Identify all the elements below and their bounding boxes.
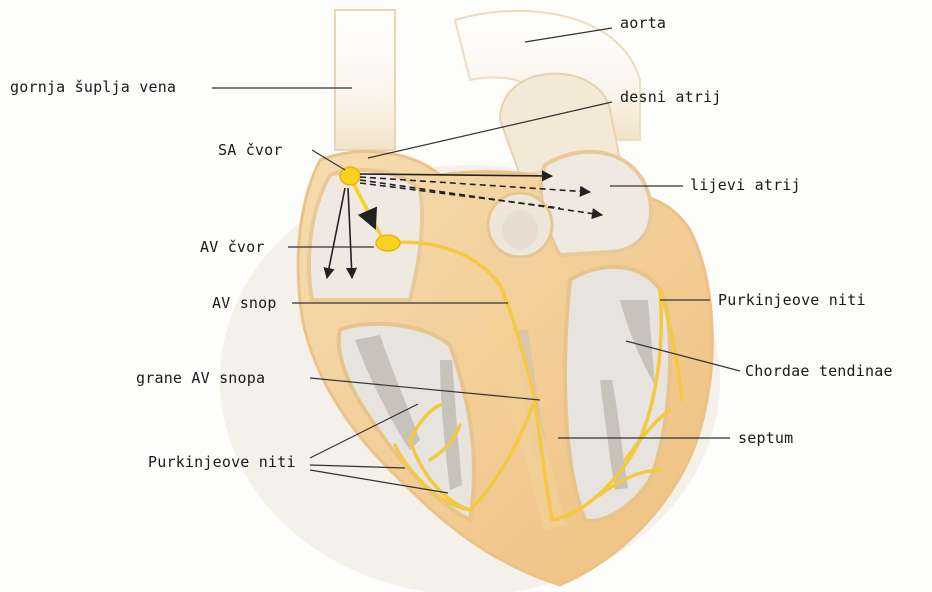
label-av-cvor: AV čvor	[200, 238, 265, 256]
label-grane-av-snopa: grane AV snopa	[136, 369, 265, 387]
left-atrium-chamber	[541, 152, 651, 255]
sa-node	[340, 167, 360, 185]
label-purkinjeove-niti-right: Purkinjeove niti	[718, 291, 866, 309]
label-gornja-suplja-vena: gornja šuplja vena	[10, 78, 176, 96]
label-av-snop: AV snop	[212, 294, 277, 312]
label-aorta: aorta	[620, 14, 666, 32]
label-septum: septum	[738, 429, 793, 447]
label-lijevi-atrij: lijevi atrij	[690, 176, 801, 194]
superior-vena-cava	[335, 10, 395, 150]
label-purkinjeove-niti-left: Purkinjeove niti	[148, 453, 296, 471]
label-desni-atrij: desni atrij	[620, 88, 722, 106]
av-node	[376, 235, 400, 251]
right-atrium-chamber	[309, 170, 422, 300]
label-chordae-tendinae: Chordae tendinae	[745, 362, 893, 380]
label-sa-cvor: SA čvor	[218, 141, 283, 159]
